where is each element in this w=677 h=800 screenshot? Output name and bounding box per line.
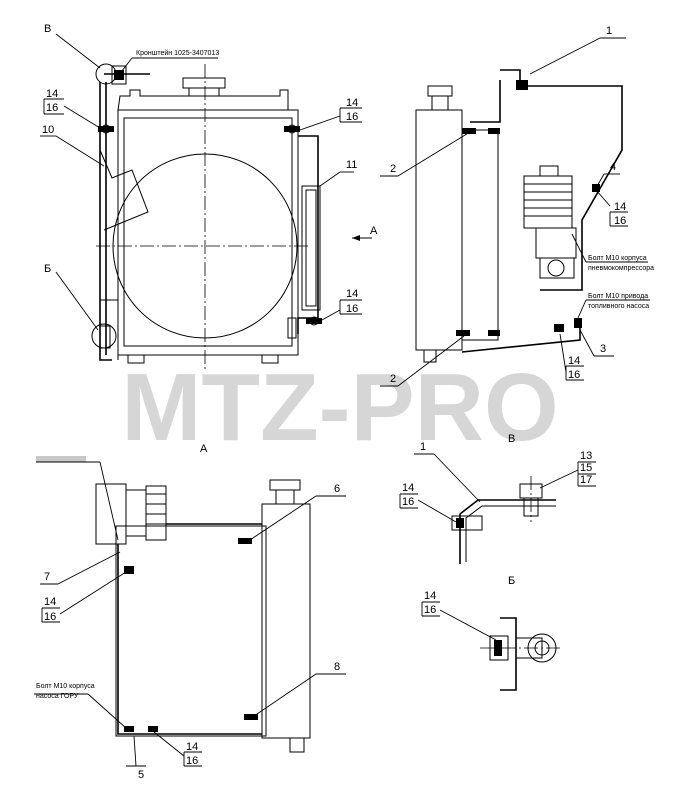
callout-14: 14	[346, 288, 358, 300]
front-radiator-view: А В Кронштейн 1025-3407013 14 16 10 Б 14…	[40, 23, 378, 455]
view-title-v: В	[508, 433, 515, 445]
callout-16: 16	[402, 496, 414, 508]
detail-b: 14 16	[421, 590, 562, 691]
callout-2: 2	[390, 373, 396, 385]
view-title-a: А	[200, 443, 208, 455]
view-mark-v: В	[44, 23, 51, 35]
compressor-bolt-note-2: пневмокомпрессора	[588, 265, 654, 272]
pump-icon	[95, 483, 167, 545]
bolt-icon	[516, 80, 528, 90]
callout-1: 1	[420, 441, 426, 453]
callout-10: 10	[42, 124, 54, 136]
bolt-icon	[554, 324, 564, 332]
bolt-icon	[98, 124, 114, 134]
detail-v: 1 14 16 13 15 17 Б	[399, 441, 596, 587]
callout-14: 14	[614, 201, 626, 213]
callout-16: 16	[346, 303, 358, 315]
callout-4: 4	[610, 161, 616, 173]
callout-16: 16	[46, 102, 58, 114]
view-mark-b: Б	[44, 263, 51, 275]
watermark: MTZ-PRO	[121, 354, 558, 461]
side-view-v: 1 2 2 4 14 16 Болт М10 корпуса пневмоком…	[380, 25, 654, 445]
callout-16: 16	[186, 755, 198, 767]
bolt-icon	[462, 128, 476, 134]
callout-16: 16	[614, 215, 626, 227]
goru-bolt-note-1: Болт М10 корпуса	[36, 683, 95, 690]
bolt-icon	[306, 316, 322, 326]
view-title-b: Б	[508, 575, 515, 587]
callout-7: 7	[44, 571, 50, 583]
bracket-note: Кронштейн 1025-3407013	[136, 49, 219, 57]
callout-14: 14	[186, 741, 198, 753]
callout-16: 16	[44, 611, 56, 623]
callout-8: 8	[334, 661, 340, 673]
callout-14: 14	[424, 590, 436, 602]
callout-17: 17	[580, 474, 592, 486]
bolt-icon	[574, 318, 582, 328]
compressor-bolt-note-1: Болт М10 корпуса	[588, 255, 647, 262]
bolt-icon	[124, 726, 134, 732]
callout-14: 14	[46, 88, 58, 100]
callout-2: 2	[390, 163, 396, 175]
callout-16: 16	[568, 369, 580, 381]
callout-16: 16	[346, 111, 358, 123]
callout-16: 16	[424, 604, 436, 616]
callout-14: 14	[402, 482, 414, 494]
bolt-icon	[488, 330, 500, 336]
bolt-icon	[284, 124, 300, 134]
goru-bolt-note-2: насоса ГОРУ	[36, 693, 79, 700]
callout-13: 13	[580, 450, 592, 462]
section-arrow-label: А	[370, 225, 378, 237]
callout-11: 11	[346, 159, 357, 171]
callout-14: 14	[568, 355, 580, 367]
fuel-pump-bolt-note-1: Болт М10 привода	[588, 293, 648, 300]
bolt-icon	[488, 128, 500, 134]
callout-1: 1	[606, 25, 612, 37]
fuel-pump-bolt-note-2: топливного насоса	[588, 303, 649, 310]
callout-14: 14	[44, 596, 56, 608]
callout-6: 6	[334, 483, 340, 495]
bolt-icon	[456, 330, 470, 336]
bolt-icon	[244, 714, 258, 720]
callout-3: 3	[600, 343, 606, 355]
bolt-icon	[148, 726, 158, 732]
callout-15: 15	[580, 462, 592, 474]
bolt-icon	[124, 566, 134, 574]
callout-5: 5	[138, 769, 144, 781]
compressor-icon	[523, 165, 577, 279]
rear-view: 6 7 14 16 8 Болт М10 корпуса насоса ГОРУ…	[34, 456, 346, 781]
bolt-icon	[238, 538, 252, 544]
callout-14: 14	[346, 97, 358, 109]
